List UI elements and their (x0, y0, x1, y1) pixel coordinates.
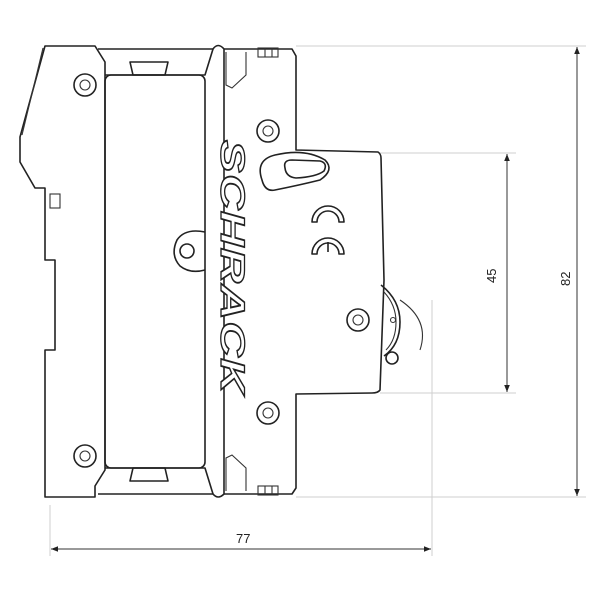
dimension-total-height: 82 (558, 47, 580, 496)
dimension-width-label: 77 (236, 531, 250, 546)
extension-lines (49, 45, 586, 556)
dimension-front-height: 45 (484, 154, 510, 392)
ce-mark: CE (311, 205, 345, 255)
lever-slot (259, 151, 330, 192)
dimension-front-height-label: 45 (484, 269, 499, 283)
schrack-logo: SCHRACK (213, 140, 251, 397)
rivet-holes (73, 73, 370, 468)
dimension-total-height-label: 82 (558, 272, 573, 286)
breaker-body (19, 44, 424, 498)
lever (283, 159, 327, 179)
dimension-width: 77 (51, 531, 431, 552)
